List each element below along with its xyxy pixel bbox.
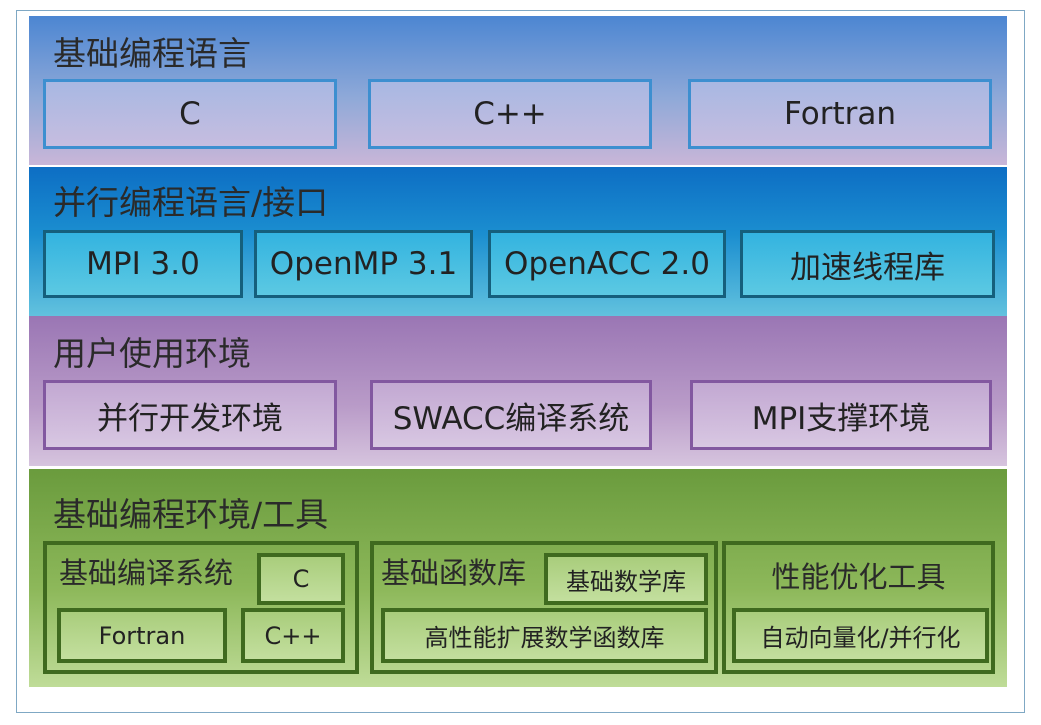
box-parallel-dev-env: 并行开发环境: [43, 380, 337, 450]
box-mpi: MPI 3.0: [43, 230, 243, 298]
box-mpi-support-env: MPI支撑环境: [690, 380, 992, 450]
group-title: 基础函数库: [381, 556, 527, 590]
layer-title: 并行编程语言/接口: [53, 183, 329, 222]
layer-user-environment: 用户使用环境 并行开发环境 SWACC编译系统 MPI支撑环境: [29, 316, 1007, 466]
box-openacc: OpenACC 2.0: [488, 230, 726, 298]
box-auto-vectorization: 自动向量化/并行化: [732, 608, 989, 663]
box-basic-math-library: 基础数学库: [544, 553, 708, 605]
group-function-library: 基础函数库 基础数学库 高性能扩展数学函数库: [370, 541, 718, 674]
box-compiler-fortran: Fortran: [57, 608, 227, 663]
layer-parallel-languages: 并行编程语言/接口 MPI 3.0 OpenMP 3.1 OpenACC 2.0…: [29, 167, 1007, 316]
layer-title: 用户使用环境: [53, 334, 251, 373]
layer-basic-tools: 基础编程环境/工具 基础编译系统 C Fortran C++ 基础函数库 基础数…: [29, 469, 1007, 687]
layer-basic-languages: 基础编程语言 C C++ Fortran: [29, 16, 1007, 165]
box-fortran: Fortran: [688, 79, 992, 149]
group-optimization-tools: 性能优化工具 自动向量化/并行化: [722, 541, 995, 674]
box-compiler-c: C: [257, 553, 345, 605]
box-compiler-cpp: C++: [241, 608, 345, 663]
group-compiler-system: 基础编译系统 C Fortran C++: [43, 541, 359, 674]
box-hp-math-library: 高性能扩展数学函数库: [381, 608, 708, 663]
layer-title: 基础编程环境/工具: [53, 495, 329, 534]
box-cpp: C++: [368, 79, 652, 149]
box-swacc-compiler: SWACC编译系统: [370, 380, 652, 450]
box-thread-library: 加速线程库: [740, 230, 995, 298]
box-openmp: OpenMP 3.1: [254, 230, 473, 298]
group-title: 基础编译系统: [59, 556, 234, 590]
box-c: C: [43, 79, 337, 149]
layer-title: 基础编程语言: [53, 34, 251, 73]
group-title: 性能优化工具: [771, 560, 946, 594]
